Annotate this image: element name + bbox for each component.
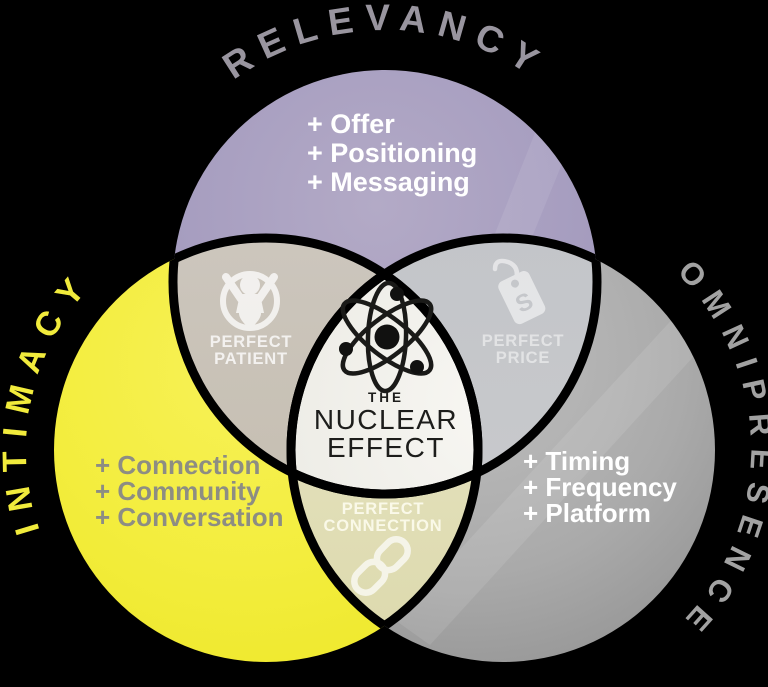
overlap-outlines [168, 233, 602, 662]
intimacy-item: + Connection [95, 450, 260, 480]
omnipresence-item: + Platform [523, 498, 651, 528]
center-logo-text: THE NUCLEAR EFFECT [314, 390, 458, 463]
perfect-price-label: PERFECT PRICE [482, 332, 565, 367]
omnipresence-item: + Frequency [523, 472, 677, 502]
omnipresence-items: + Timing + Frequency + Platform [523, 446, 677, 528]
perfect-connection-line1: PERFECT [342, 500, 425, 518]
intimacy-item: + Conversation [95, 502, 284, 532]
perfect-connection-label: PERFECT CONNECTION [324, 500, 443, 535]
center-line1: THE [368, 390, 404, 405]
perfect-price-line2: PRICE [496, 349, 550, 367]
center-line3: EFFECT [327, 432, 445, 463]
omnipresence-item: + Timing [523, 446, 630, 476]
intimacy-item: + Community [95, 476, 261, 506]
person-raised-arms-icon [220, 271, 280, 331]
perfect-patient-line2: PATIENT [214, 350, 288, 368]
intimacy-items: + Connection + Community + Conversation [95, 450, 284, 532]
relevancy-items: + Offer + Positioning + Messaging [307, 109, 477, 197]
relevancy-item: + Positioning [307, 138, 477, 168]
omnipresence-shine [395, 300, 715, 645]
relevancy-item: + Messaging [307, 167, 470, 197]
center-line2: NUCLEAR [314, 404, 458, 435]
perfect-patient-line1: PERFECT [210, 333, 293, 351]
price-tag-icon: S [492, 258, 546, 325]
atom-icon [339, 280, 434, 394]
perfect-price-line1: PERFECT [482, 332, 565, 350]
perfect-patient-label: PERFECT PATIENT [210, 333, 293, 368]
chain-link-icon [351, 536, 411, 596]
perfect-connection-line2: CONNECTION [324, 517, 443, 535]
relevancy-item: + Offer [307, 109, 395, 139]
